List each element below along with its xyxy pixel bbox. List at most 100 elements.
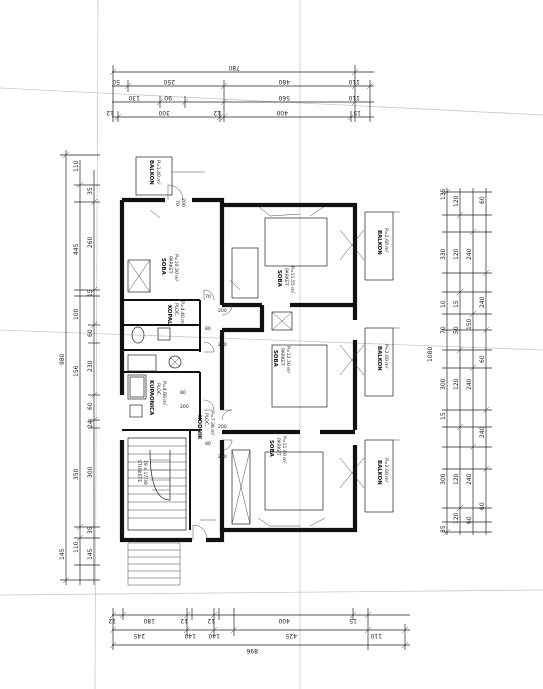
building-walls (119, 197, 358, 543)
room-floor: PARKET (275, 438, 281, 456)
bottom-dim: 15 (349, 617, 357, 624)
balconies (135, 156, 400, 513)
top-dim: 12 (213, 109, 221, 116)
left-dim: 230 (87, 360, 94, 372)
room-area: P=4.40 m² (179, 301, 185, 326)
room-name: KOPAL. (166, 305, 172, 327)
left-dim: 110 (73, 541, 80, 553)
door-size: 200 (218, 308, 227, 314)
room-area: P=10.30 m² (173, 254, 179, 282)
top-dim: 480 (278, 78, 290, 85)
door-size: 200 (218, 454, 227, 460)
right-dim: 240 (466, 248, 473, 260)
balcony-area: P=1.40 m² (155, 160, 161, 185)
right-dim: 135 (440, 188, 447, 200)
right-dim: 15 (453, 300, 460, 308)
bathroom-fixtures (127, 326, 182, 418)
bottom-dim: 180 (143, 617, 155, 624)
bottom-dimension-chain: 12 180 12 12 400 15 245 140 140 425 110 … (108, 608, 410, 654)
left-dim: 260 (87, 236, 94, 248)
bottom-dim: 245 (133, 632, 145, 639)
left-overall-dim: 980 (59, 353, 66, 365)
left-dim: 35 (87, 526, 94, 534)
right-dim: 120 (453, 195, 460, 207)
top-dim: 110 (348, 78, 360, 85)
door-size: 200 (218, 424, 227, 430)
balcony-name: BALKON (376, 460, 382, 485)
right-dim: 120 (453, 512, 460, 524)
left-dim: 110 (73, 160, 80, 172)
room-name: HODNIK (196, 415, 202, 440)
room-area: P=11.55 m² (289, 266, 295, 294)
right-dim: 240 (479, 426, 486, 438)
left-dim: 60 (87, 329, 94, 337)
bottom-dim: 140 (208, 632, 220, 639)
balcony-name: BALKON (376, 230, 382, 255)
stair-label: STUBIŠTE (136, 460, 143, 482)
room-floor: PLOČ. (173, 303, 180, 316)
door-size: 200 (218, 342, 227, 348)
right-dim: 240 (466, 378, 473, 390)
left-dim: 35 (87, 187, 94, 195)
room-name: KUPAONICA (148, 380, 154, 416)
bottom-dim: 140 (184, 632, 196, 639)
room-area: P=12.30 m² (285, 346, 291, 374)
top-dim: 12 (106, 109, 114, 116)
right-dim: 35 (440, 525, 447, 533)
right-dimension-chain: 135 120 60 330 120 240 10 15 240 150 50 … (427, 188, 492, 536)
left-dim: 60 (87, 402, 94, 410)
bottom-dim: 12 (180, 617, 188, 624)
door-size: 70 (205, 294, 211, 300)
top-dim: 110 (348, 94, 360, 101)
room-corner-marks (149, 209, 241, 291)
room-name: SOBA (272, 350, 278, 368)
right-dim: 240 (479, 296, 486, 308)
top-dim: 50 (112, 78, 120, 85)
right-dim: 300 (440, 473, 447, 485)
top-overall-dim: 780 (228, 64, 240, 71)
bottom-dim: 12 (207, 617, 215, 624)
room-floor: PARKET (283, 268, 289, 286)
right-dim: 70 (440, 326, 447, 334)
balcony-area: P=2.60 m² (383, 458, 389, 483)
top-dimension-chain: 780 50 250 480 110 130 90 560 110 12 300… (106, 64, 374, 122)
room-name: SOBA (268, 440, 274, 458)
right-dim: 60 (466, 516, 473, 524)
right-dim: 330 (440, 248, 447, 260)
top-dim: 400 (276, 109, 288, 116)
balcony-name: BALKON (376, 346, 382, 371)
top-dim: 130 (128, 94, 140, 101)
right-dim: 60 (479, 502, 486, 510)
right-dim: 50 (453, 326, 460, 334)
balcony-area: P=2.60 m² (383, 228, 389, 253)
left-dim: 145 (87, 548, 94, 560)
right-dim: 120 (453, 473, 460, 485)
room-name: SOBA (276, 270, 282, 288)
balcony-area: P=2.60 m² (383, 344, 389, 369)
door-size: 80 (205, 441, 211, 447)
door-size: 70 (174, 200, 180, 206)
room-area: P=7.38 m² (209, 411, 215, 436)
door-labels: 70 200 70 200 80 200 80 200 200 80 200 (174, 198, 227, 460)
staircase (127, 437, 187, 586)
bottom-dim: 425 (285, 632, 297, 639)
right-dim: 10 (440, 300, 447, 308)
top-dim: 250 (163, 78, 175, 85)
right-dim: 120 (453, 378, 460, 390)
left-dim: 145 (59, 548, 66, 560)
top-dim: 90 (164, 94, 172, 101)
bottom-dim: 12 (108, 617, 116, 624)
right-dim: 60 (479, 196, 486, 204)
left-dim: 300 (87, 466, 94, 478)
room-floor: PLOČ. (155, 383, 162, 396)
right-dim: 300 (440, 378, 447, 390)
right-dim: 150 (466, 318, 473, 330)
right-overall-dim: 1080 (427, 347, 434, 362)
left-dim: 445 (73, 243, 80, 255)
room-labels: SOBA PARKET P=10.30 m² SOBA PARKET P=11.… (136, 160, 389, 485)
bottom-dim: 400 (278, 617, 290, 624)
door-size: 80 (180, 390, 186, 396)
room-area: P=11.40 m² (281, 436, 287, 464)
